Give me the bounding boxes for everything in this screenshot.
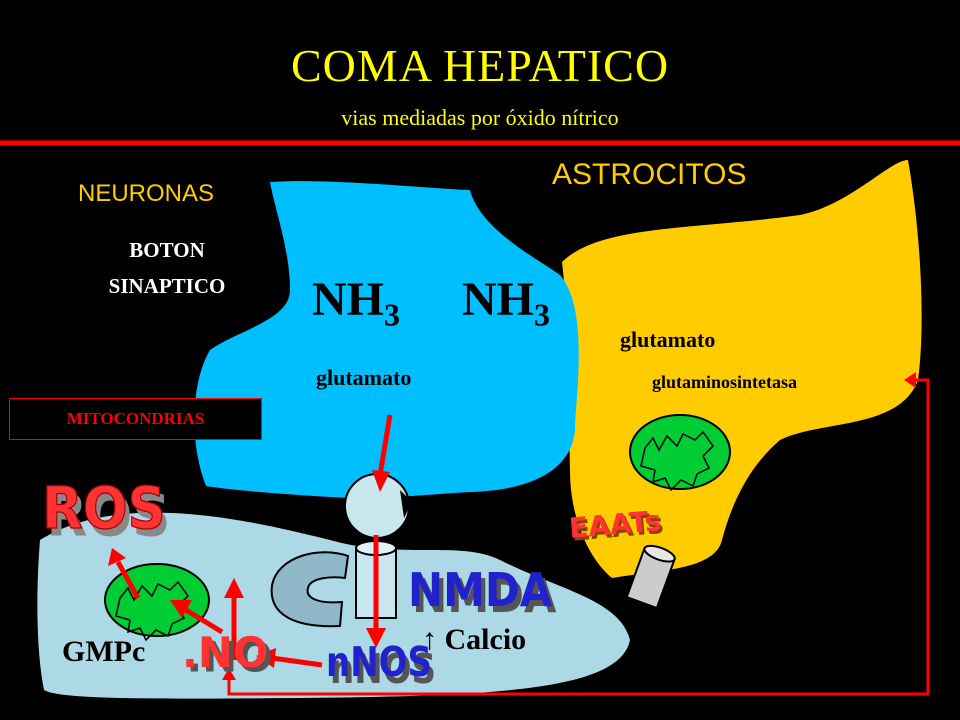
nh3-astrocyte-label: NH3 (462, 272, 550, 334)
calcio-label-group: ↑ Calcio (422, 623, 526, 657)
nnos-label: nNOS (326, 638, 432, 686)
neuronas-label: NEURONAS (78, 180, 215, 207)
boton-label-line2: SINAPTICO (108, 274, 226, 298)
nh3-subscript: 3 (384, 296, 400, 333)
no-label: .NO (182, 628, 268, 677)
inhibition-arrowhead-start (222, 668, 236, 680)
nmda-label: NMDA (408, 564, 552, 617)
arrow-nnos-to-no (271, 655, 323, 668)
arrow-no-to-mito (184, 607, 224, 635)
ros-shadow: ROS (47, 483, 171, 550)
ros-label: ROS (42, 476, 166, 543)
eaats-label: EAATs (568, 504, 663, 545)
arrow-mito-to-ros (115, 560, 141, 600)
mitochondria-astrocyte (629, 414, 731, 492)
glutaminosintetasa-label: glutaminosintetasa (652, 372, 798, 392)
nh3-subscript: 3 (534, 296, 550, 333)
calcio-up-arrow-icon: ↑ (422, 623, 437, 656)
nnos-shadow: nNOS (330, 645, 436, 693)
glutamato-neuron-label: glutamato (316, 365, 412, 390)
boton-sinaptico-label: BOTON SINAPTICO (82, 232, 252, 304)
nnos-label-group: nNOS nNOS (326, 638, 436, 693)
page-title: COMA HEPATICO (290, 40, 670, 91)
inhibition-loop-line (227, 378, 930, 696)
page-subtitle: vias mediadas por óxido nítrico (341, 105, 619, 130)
inhibition-arrowhead (904, 372, 916, 388)
eaats-label-group: EAATs EAATs (568, 504, 665, 548)
nmda-shadow: NMDA (412, 570, 556, 623)
eaat-transporter (625, 544, 676, 610)
eaats-shadow: EAATs (570, 507, 665, 548)
vesicle-notch (400, 490, 412, 518)
nh3-neuron-label: NH3 (312, 272, 400, 334)
inhibicion-label: inhibición (758, 640, 880, 673)
no-label-group: .NO .NO (182, 628, 273, 681)
nmda-receptor-shape (270, 551, 350, 628)
boton-label-line1: BOTON (129, 238, 205, 262)
mitocondrias-box: MITOCONDRIAS (9, 398, 262, 440)
nmda-label-group: NMDA NMDA (408, 564, 556, 623)
no-shadow: .NO (186, 632, 272, 681)
calcio-label: Calcio (444, 623, 527, 656)
pathway-arrows (108, 414, 393, 668)
ros-label-group: ROS ROS (41, 475, 171, 550)
nh3-base: NH (462, 273, 534, 326)
arrow-glutamate-to-receptor (377, 414, 393, 476)
astrocitos-label: ASTROCITOS (552, 158, 747, 191)
neuron-terminal-shape (194, 181, 579, 498)
gmpc-label: GMPc (62, 635, 146, 668)
nh3-base: NH (312, 273, 384, 326)
glutamato-astrocyte-label: glutamato (620, 327, 716, 352)
